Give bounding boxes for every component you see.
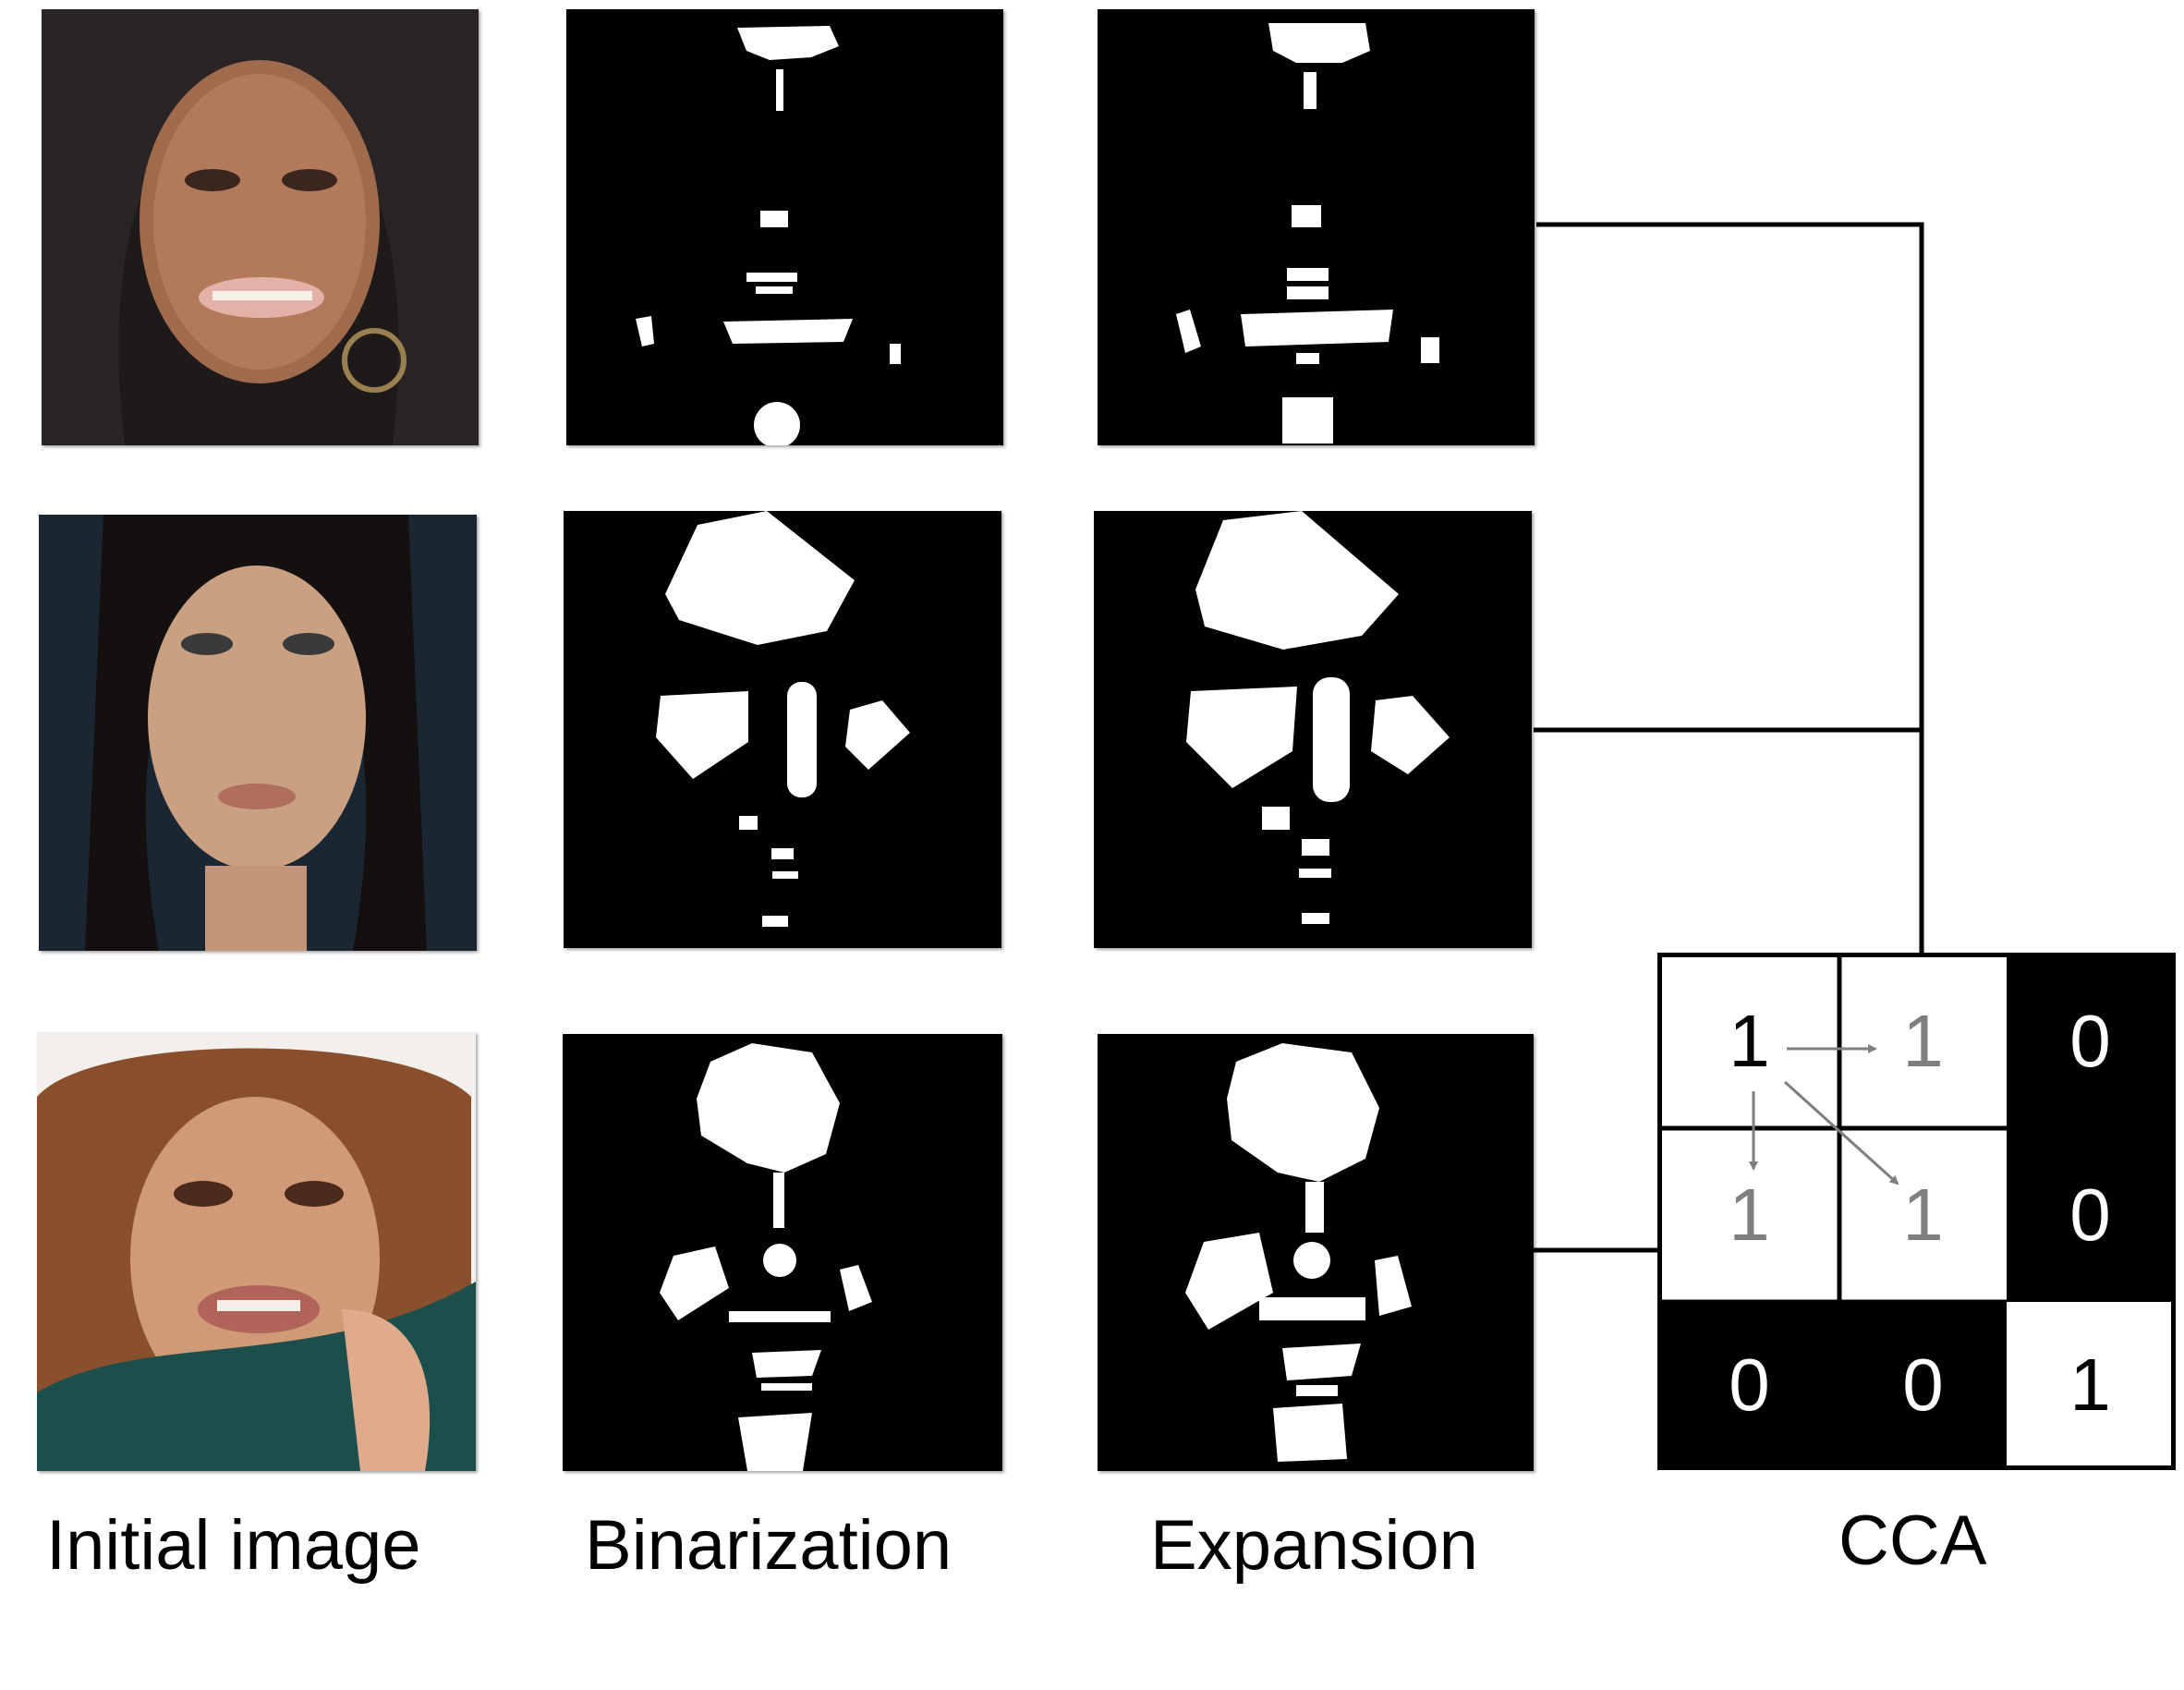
expansion-mask-2 [1094, 511, 1532, 948]
cca-cell-r2c3: 0 [2007, 1128, 2174, 1302]
face-photo-3 [37, 1032, 476, 1471]
label-expansion: Expansion [1150, 1506, 1478, 1585]
binarization-mask-3 [563, 1034, 1002, 1471]
initial-image-1 [42, 9, 479, 445]
cca-cell-r3c2: 0 [1839, 1302, 2007, 1468]
cca-grid: 1 1 0 1 1 0 0 0 1 [1657, 953, 2176, 1470]
expanded-blobs-1 [1098, 9, 1535, 445]
cca-cell-r1c1: 1 [1659, 954, 1839, 1128]
binarization-mask-2 [564, 511, 1001, 948]
label-initial-image: Initial image [46, 1506, 421, 1585]
cca-cell-r2c1: 1 [1659, 1128, 1839, 1302]
expansion-mask-3 [1098, 1034, 1534, 1471]
binary-blobs-1 [566, 9, 1003, 445]
cca-cell-r3c3: 1 [2007, 1302, 2174, 1468]
label-cca: CCA [1838, 1502, 1987, 1580]
cca-cell-r1c2: 1 [1839, 954, 2007, 1128]
expanded-blobs-2 [1094, 511, 1532, 948]
expanded-blobs-3 [1098, 1034, 1534, 1471]
cca-cell-r3c1: 0 [1659, 1302, 1839, 1468]
binary-blobs-2 [564, 511, 1001, 948]
face-photo-1 [42, 9, 479, 445]
face-photo-2 [39, 515, 477, 951]
binary-blobs-3 [563, 1034, 1002, 1471]
arrow-diagonal [1783, 1080, 1899, 1185]
initial-image-2 [39, 515, 477, 951]
cca-cell-r1c3: 0 [2007, 954, 2174, 1128]
label-binarization: Binarization [585, 1506, 952, 1585]
initial-image-3 [37, 1032, 476, 1471]
connector-row-1 [1536, 222, 1924, 953]
cca-grid-lines-and-arrows [1657, 953, 2176, 1470]
expansion-mask-1 [1098, 9, 1535, 445]
binarization-mask-1 [566, 9, 1003, 445]
